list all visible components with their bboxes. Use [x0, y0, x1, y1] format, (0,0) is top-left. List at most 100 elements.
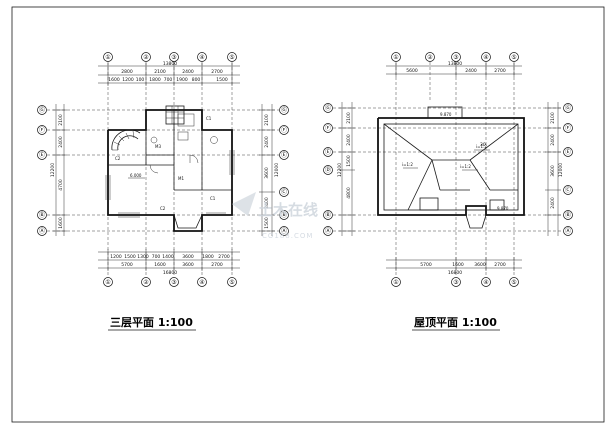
dimension-text: 1300 — [137, 254, 149, 260]
dimension-text: 1500 — [346, 155, 352, 167]
axis-bubble-label: ① — [393, 279, 398, 286]
watermark: 土木在线 CO188.COM — [232, 192, 318, 240]
roof-top-dimensions: 13800 5600 2400 2700 — [386, 61, 522, 77]
dimension-text: 12000 — [274, 163, 280, 177]
room-label: M3 — [155, 144, 161, 149]
roof-grid-lines — [333, 62, 563, 277]
axis-bubble-label: ③ — [453, 54, 458, 61]
axis-bubble-label: ⑤ — [511, 279, 516, 286]
room-label: C2 — [160, 206, 166, 211]
room-label: C1 — [206, 116, 212, 121]
dimension-text: 2400 — [550, 134, 556, 146]
dimension-text: 2100 — [346, 112, 352, 124]
dimension-text: 1500 — [124, 254, 136, 260]
dimension-text: 700 — [152, 254, 161, 260]
watermark-logo-icon — [232, 192, 256, 216]
axis-bubble-label: Ⓐ — [325, 227, 331, 235]
dimension-text: 1200 — [110, 254, 122, 260]
axis-bubble-label: ⑤ — [511, 54, 516, 61]
axis-bubble-label: Ⓔ — [325, 148, 331, 156]
axis-bubble-label: ③ — [171, 54, 176, 61]
dimension-text: 5700 — [420, 262, 432, 268]
dimension-text: 2700 — [211, 262, 223, 268]
axis-bubble-label: ① — [105, 54, 110, 61]
room-label: C1 — [210, 196, 216, 201]
dimension-text: 1600 — [108, 77, 120, 83]
dimension-text: 2800 — [121, 69, 133, 75]
dimension-text: 5600 — [406, 68, 418, 74]
roof-left-axis-bubbles: Ⓖ Ⓕ Ⓔ Ⓓ Ⓑ Ⓐ — [323, 103, 333, 236]
dimension-text: 5700 — [121, 262, 133, 268]
slope-label: i=1:2 — [402, 162, 413, 167]
dimension-text: 1600 — [58, 217, 64, 229]
axis-bubble-label: Ⓕ — [325, 124, 331, 132]
dimension-text: 1600 — [154, 262, 166, 268]
axis-bubble-label: ③ — [453, 279, 458, 286]
watermark-text: 土木在线 — [258, 201, 318, 219]
dimension-text: 4700 — [58, 179, 64, 191]
dimension-text: 13800 — [448, 61, 462, 67]
axis-bubble-label: Ⓔ — [281, 151, 287, 159]
third-floor-walls: 6.000 C2 M1 C1 C2 M3 C1 — [105, 105, 235, 232]
axis-bubble-label: Ⓑ — [39, 211, 45, 219]
axis-bubble-label: Ⓐ — [39, 227, 45, 235]
dimension-text: 2400 — [465, 68, 477, 74]
dimension-text: 3600 — [550, 165, 556, 177]
dimension-text: 13800 — [163, 61, 177, 67]
dimension-text: 12200 — [337, 163, 343, 177]
left-side-dimensions: 2100 2400 4700 1600 12200 — [50, 104, 67, 236]
dimension-text: 2700 — [494, 262, 506, 268]
dimension-text: 1200 — [122, 77, 134, 83]
left-top-axis-bubbles: ① ② ③ ④ ⑤ — [103, 52, 237, 62]
roof-bottom-dimensions: 5700 1600 3600 2700 16800 — [386, 257, 522, 276]
third-floor-plan: ① ② ③ ④ ⑤ ① ② ③ ④ ⑤ Ⓖ Ⓕ Ⓔ Ⓑ — [37, 52, 289, 331]
dimension-text: 3600 — [264, 167, 270, 179]
dimension-text: 1800 — [202, 254, 214, 260]
axis-bubble-label: Ⓕ — [39, 126, 45, 134]
dimension-text: 1600 — [452, 262, 464, 268]
axis-bubble-label: Ⓑ — [565, 211, 571, 219]
dimension-text: 2400 — [346, 134, 352, 146]
dimension-text: 2700 — [218, 254, 230, 260]
floor-level-label: 6.000 — [130, 173, 142, 178]
level-label: 9.870 — [497, 206, 509, 211]
axis-bubble-label: Ⓐ — [281, 227, 287, 235]
axis-bubble-label: Ⓓ — [325, 166, 331, 174]
dimension-text: 2400 — [58, 136, 64, 148]
axis-bubble-label: ② — [143, 279, 149, 286]
right-side-dimensions: 2100 2400 3600 2400 1500 12000 — [259, 104, 280, 236]
dimension-text: 3600 — [474, 262, 486, 268]
dimension-text: 1800 — [149, 77, 161, 83]
slope-label: i=1:2 — [476, 144, 487, 149]
axis-bubble-label: ② — [427, 54, 433, 61]
dimension-text: 16800 — [163, 270, 177, 276]
left-bottom-dimensions: 1200 1500 1300 700 1400 3600 1800 2700 5… — [98, 249, 240, 276]
room-label: M1 — [178, 176, 184, 181]
axis-bubble-label: ⑤ — [229, 54, 234, 61]
axis-bubble-label: ④ — [483, 279, 488, 286]
axis-bubble-label: ④ — [199, 279, 204, 286]
axis-bubble-label: Ⓖ — [565, 104, 571, 112]
roof-bottom-axis-bubbles: ① ③ ④ ⑤ — [391, 277, 519, 287]
axis-bubble-label: ④ — [199, 54, 204, 61]
dimension-text: 3600 — [182, 254, 194, 260]
dimension-text: 12000 — [558, 163, 564, 177]
axis-bubble-label: ③ — [171, 279, 176, 286]
right-side-axis-bubbles: Ⓖ Ⓕ Ⓔ Ⓒ Ⓑ Ⓐ — [279, 105, 289, 236]
left-grid-lines — [47, 62, 279, 277]
roof-plan-title: 屋顶平面 1:100 — [414, 316, 497, 329]
axis-bubble-label: Ⓔ — [565, 148, 571, 156]
axis-bubble-label: ② — [143, 54, 149, 61]
dimension-text: 3600 — [182, 262, 194, 268]
dimension-text: 1400 — [162, 254, 174, 260]
third-floor-plan-title: 三层平面 1:100 — [110, 316, 193, 329]
dimension-text: 2400 — [264, 197, 270, 209]
dimension-text: 1500 — [264, 217, 270, 229]
dimension-text: 2400 — [550, 197, 556, 209]
axis-bubble-label: Ⓖ — [39, 106, 45, 114]
dimension-text: 2700 — [211, 69, 223, 75]
axis-bubble-label: Ⓖ — [325, 104, 331, 112]
left-bottom-axis-bubbles: ① ② ③ ④ ⑤ — [103, 277, 237, 287]
roof-left-dimensions: 2100 2400 1500 4800 12200 — [337, 102, 355, 236]
